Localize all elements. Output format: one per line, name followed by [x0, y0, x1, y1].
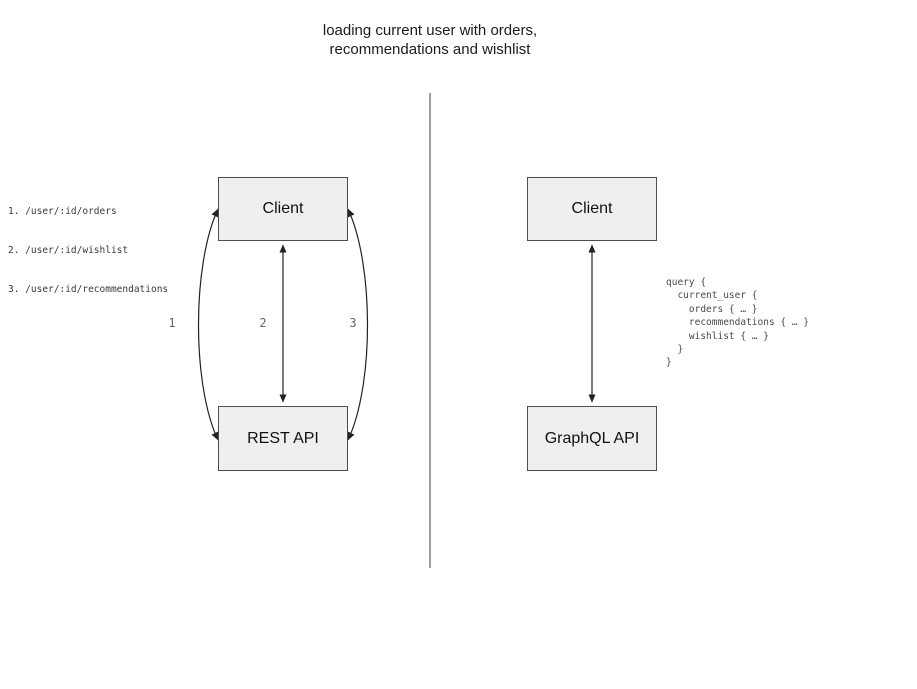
arrow-label-2: 2 [259, 316, 267, 330]
endpoint-item-orders: 1. /user/:id/orders [8, 206, 117, 217]
endpoint-list: 1. /user/:id/orders 2. /user/:id/wishlis… [8, 179, 168, 322]
diagram-title: loading current user with orders, recomm… [322, 22, 538, 58]
graphql-client-label: Client [571, 200, 613, 217]
rest-api-box: REST API [218, 406, 348, 471]
graphql-query-snippet: query { current_user { orders { … } reco… [666, 277, 809, 369]
arrow-label-3: 3 [349, 316, 357, 330]
graphql-api-label: GraphQL API [544, 429, 640, 447]
rest-api-label: REST API [247, 429, 319, 447]
endpoint-item-recommendations: 3. /user/:id/recommendations [8, 284, 169, 295]
rest-client-box: Client [218, 177, 348, 241]
graphql-client-box: Client [527, 177, 657, 241]
graphql-api-box: GraphQL API [527, 406, 657, 471]
endpoint-item-wishlist: 2. /user/:id/wishlist [8, 245, 129, 256]
rest-client-label: Client [262, 200, 304, 217]
arrow-orders [197, 208, 219, 441]
arrow-label-1: 1 [168, 316, 176, 330]
